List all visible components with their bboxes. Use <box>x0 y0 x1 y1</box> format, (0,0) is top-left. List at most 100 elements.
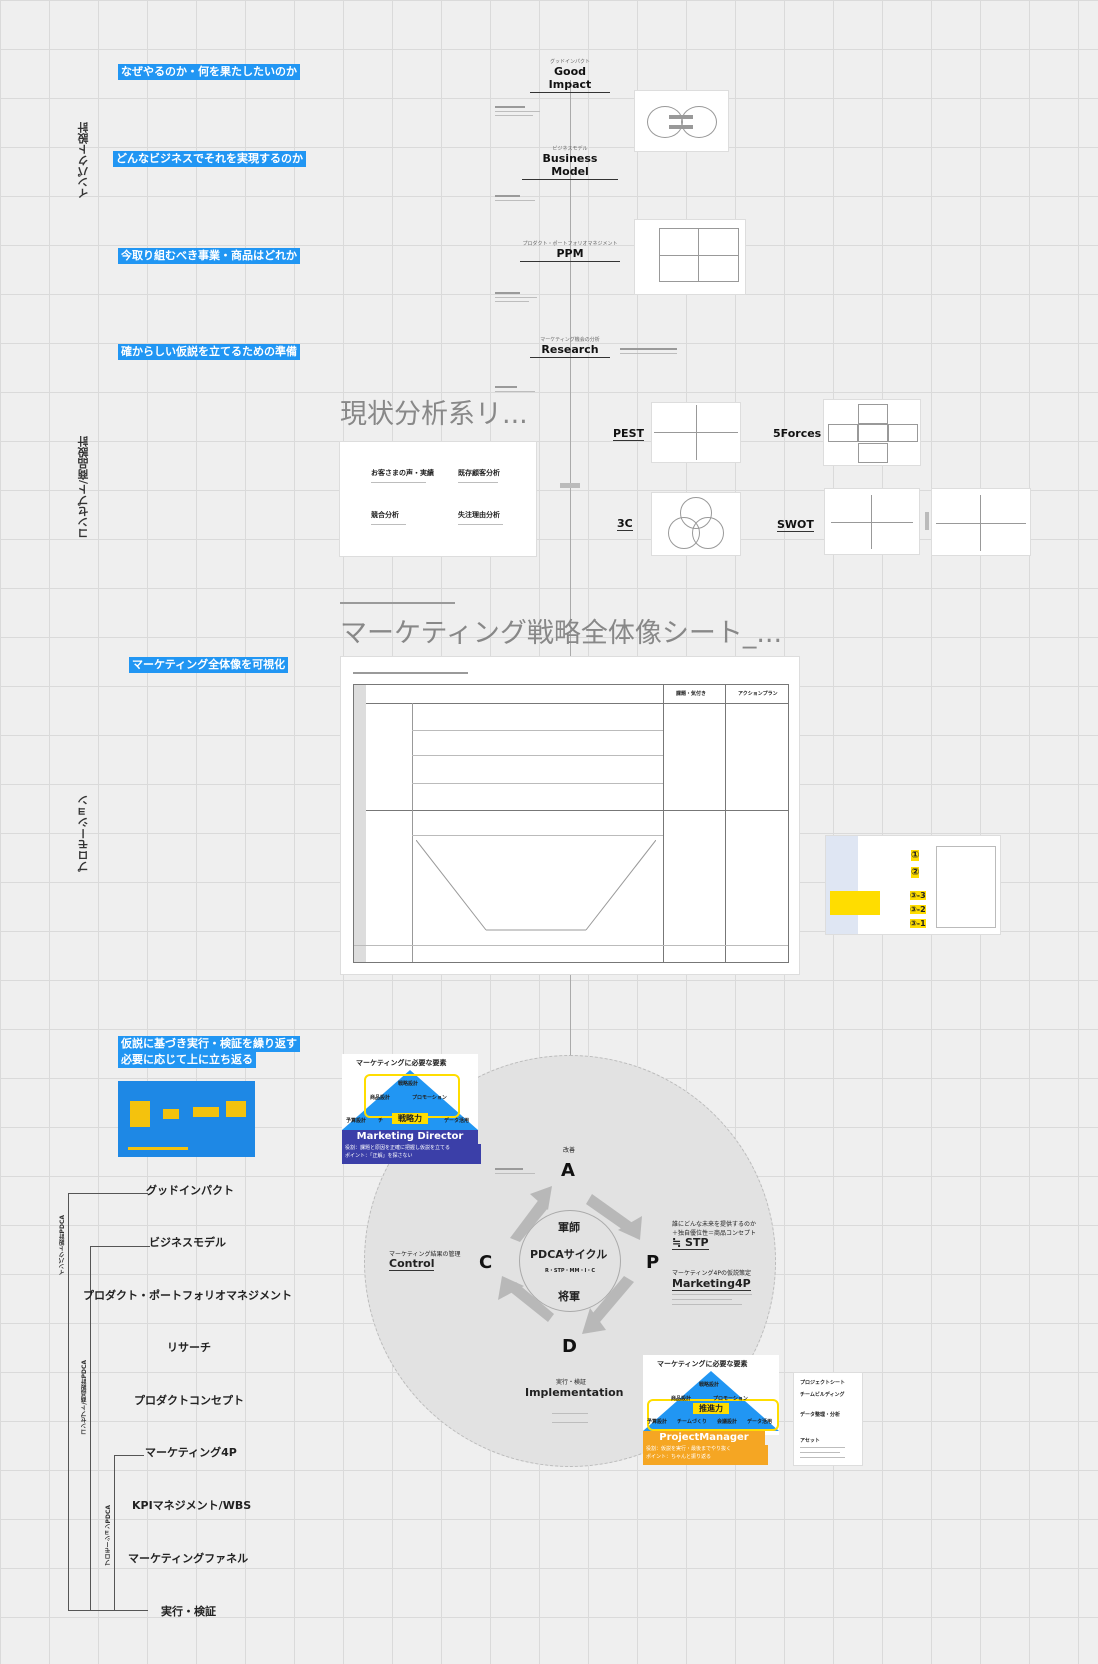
node-research[interactable]: マーケティング機会の分析 Research <box>530 336 610 358</box>
framework-swot-label[interactable]: SWOT <box>777 518 814 532</box>
pm-card[interactable]: マーケティングに必要な要素 戦略設計 商品設計 プロモーション 推進力 予算設計… <box>643 1355 779 1465</box>
analysis-card[interactable]: お客さまの声・実績 既存顧客分析 競合分析 失注理由分析 <box>339 441 537 557</box>
director-desc1: 役割：課題と原因を正確に把握し仮説を立てる <box>345 1145 451 1151</box>
pdca-d-sub: 実行・検証 <box>556 1379 587 1386</box>
note-line <box>620 348 677 350</box>
tree-item[interactable]: グッドインパクト <box>146 1184 234 1197</box>
circle-shape <box>647 106 683 138</box>
funnel-line <box>585 840 656 931</box>
pdca-d-letter[interactable]: D <box>562 1336 577 1357</box>
pdca-d-title[interactable]: Implementation <box>525 1386 624 1399</box>
framework-5forces-label[interactable]: 5Forces <box>773 427 822 440</box>
ppm-thumbnail[interactable] <box>634 219 746 295</box>
note-line <box>495 391 535 392</box>
funnel-diagram <box>416 840 656 931</box>
tree-item[interactable]: プロダクト・ポートフォリオマネジメント <box>83 1289 292 1302</box>
good-impact-thumbnail[interactable] <box>634 90 729 152</box>
pdca-p-title1[interactable]: ≒ STP <box>672 1236 709 1250</box>
3c-thumbnail[interactable] <box>651 492 741 556</box>
question-hypothesis[interactable]: 確からしい仮説を立てるための準備 <box>118 344 300 360</box>
analysis-item: 失注理由分析 <box>458 511 500 519</box>
tree-item[interactable]: プロダクトコンセプト <box>134 1394 244 1407</box>
framework-3c-label[interactable]: 3C <box>617 517 633 531</box>
process-shape <box>163 1109 179 1119</box>
sheet-divider <box>354 703 788 704</box>
pdca-p-title2[interactable]: Marketing4P <box>672 1277 751 1291</box>
swot-detail-thumbnail[interactable] <box>931 488 1031 556</box>
analysis-item: 競合分析 <box>371 511 399 519</box>
pm-desc: 役割：仮説を実行・最後までやり抜く ポイント：ちゃんと振り返る <box>643 1445 768 1465</box>
strategy-sheet[interactable]: 課題・気付き アクションプラン <box>340 656 800 975</box>
note-line <box>800 1447 845 1448</box>
funnel-line <box>416 840 487 931</box>
checklist-thumbnail[interactable]: ① ② ③-3 ③-2 ③-1 <box>825 835 1001 935</box>
analysis-title[interactable]: 現状分析系リ... <box>340 399 528 430</box>
project-sheet-thumbnail[interactable]: プロジェクトシート チームビルディング データ整理・分析 アセット <box>793 1372 863 1466</box>
tree-line <box>68 1193 69 1611</box>
section-impact-label: インパクト設計 <box>77 122 90 199</box>
tree-item[interactable]: KPIマネジメント/WBS <box>132 1499 252 1512</box>
question-business[interactable]: どんなビジネスでそれを実現するのか <box>113 151 306 167</box>
pm-power: 推進力 <box>693 1403 729 1414</box>
node-good-impact[interactable]: グッドインパクト Good Impact <box>530 58 610 93</box>
question-visualize[interactable]: マーケティング全体像を可視化 <box>129 657 289 673</box>
tree-item[interactable]: マーケティングファネル <box>128 1552 249 1565</box>
question-iterate[interactable]: 仮説に基づき実行・検証を繰り返す <box>118 1036 300 1052</box>
note-line <box>458 524 503 525</box>
arrow-bottom-left-head <box>498 1276 524 1300</box>
question-why[interactable]: なぜやるのか・何を果たしたいのか <box>118 64 300 80</box>
pm-header: マーケティングに必要な要素 <box>657 1360 748 1368</box>
pm-b1: 予算設計 <box>647 1419 668 1425</box>
note-line <box>495 386 517 388</box>
pm-desc1: 役割：仮説を実行・最後までやり抜く <box>646 1446 732 1452</box>
analysis-item: 既存顧客分析 <box>458 469 500 477</box>
framework-pest-label[interactable]: PEST <box>613 427 645 441</box>
swot-thumbnail[interactable] <box>824 488 920 555</box>
pdca-c-letter[interactable]: C <box>479 1252 493 1273</box>
pm-desc2: ポイント：ちゃんと振り返る <box>646 1454 712 1460</box>
pdca-c-title[interactable]: Control <box>389 1257 435 1271</box>
sheet-divider <box>412 703 413 962</box>
pdca-subtitle: R・STP・MM・I・C <box>545 1268 596 1274</box>
section-promotion-label: プロモーション <box>77 795 90 872</box>
arrow-bottom-left <box>508 1282 554 1322</box>
sheet-divider <box>354 945 788 946</box>
pdca-a-sub: 改善 <box>563 1147 576 1154</box>
note-line <box>458 482 498 483</box>
process-shape <box>226 1101 246 1117</box>
tree-item[interactable]: 実行・検証 <box>161 1605 216 1618</box>
question-return[interactable]: 必要に応じて上に立ち返る <box>118 1052 256 1068</box>
pm-highlight <box>647 1399 779 1431</box>
note-line <box>552 1422 588 1423</box>
project-sheet-line: チームビルディング <box>800 1392 845 1398</box>
note-line <box>495 297 537 298</box>
director-card[interactable]: マーケティングに必要な要素 戦略設計 商品設計 プロモーション 戦略力 予算設計… <box>342 1054 481 1164</box>
note-line <box>672 1299 732 1300</box>
box-shape <box>858 443 888 463</box>
note-line <box>495 111 540 112</box>
node-business-model[interactable]: ビジネスモデル Business Model <box>522 145 618 180</box>
node-title: Business Model <box>522 152 618 180</box>
node-ppm[interactable]: プロダクト・ポートフォリオマネジメント PPM <box>520 240 620 262</box>
director-mid2: プロモーション <box>412 1095 447 1101</box>
pdca-bottom-label: 将軍 <box>558 1290 580 1303</box>
sheet-divider <box>412 755 663 756</box>
tree-item[interactable]: ビジネスモデル <box>149 1236 226 1249</box>
tree-item[interactable]: マーケティング4P <box>145 1446 237 1459</box>
project-sheet-line: プロジェクトシート <box>800 1380 846 1386</box>
pdca-p-letter[interactable]: P <box>646 1252 660 1273</box>
node-sub: マーケティング機会の分析 <box>540 337 600 343</box>
pest-thumbnail[interactable] <box>651 402 741 463</box>
tree-item[interactable]: リサーチ <box>167 1341 211 1354</box>
process-image[interactable] <box>118 1081 255 1157</box>
arrow-bottom-right <box>592 1276 634 1322</box>
node-sub: プロダクト・ポートフォリオマネジメント <box>522 241 618 247</box>
box-shape <box>828 424 858 442</box>
strategy-title[interactable]: マーケティング戦略全体像シート_... <box>340 618 783 649</box>
question-product[interactable]: 今取り組むべき事業・商品はどれか <box>118 248 300 264</box>
checklist-item: ③-3 <box>910 891 926 900</box>
5forces-thumbnail[interactable] <box>823 399 921 466</box>
pdca-p-sub2: ＋独自優位性＝商品コンセプト <box>672 1230 757 1237</box>
checklist-grid <box>936 846 996 928</box>
pdca-a-letter[interactable]: A <box>561 1160 575 1181</box>
